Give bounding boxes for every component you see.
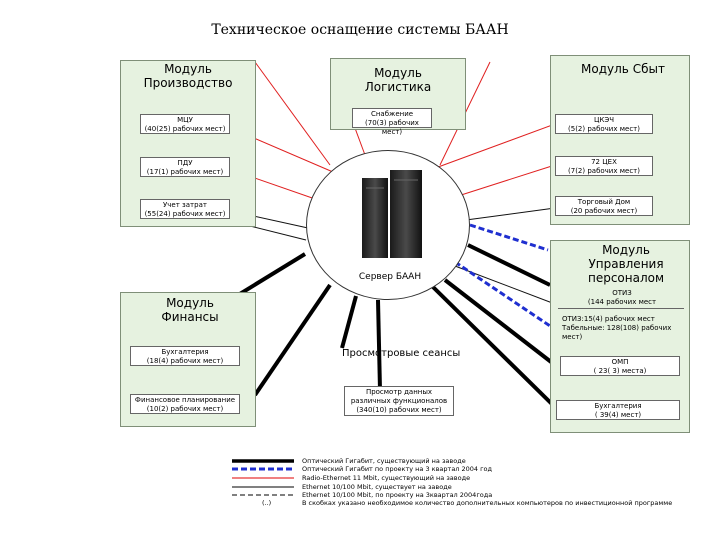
unit-detail: ( 39(4) мест) [594,411,642,419]
unit-mcu: МЦУ (40(25) рабочих мест) [140,114,230,134]
module-sales-title: Модуль Сбыт [581,62,665,76]
unit-detail: (18(4) рабочих мест) [146,357,224,365]
unit-name: Бухгалтерия [161,348,209,356]
module-finance-title: Модуль Финансы [161,296,219,324]
fiber-link [467,243,551,287]
unit-finance-accounting: Бухгалтерия (18(4) рабочих мест) [130,346,240,366]
page-title: Техническое оснащение системы БААН [211,22,509,38]
unit-name: Учет затрат [163,201,207,209]
radio-link [254,61,331,166]
unit-pdu: ПДУ (17(1) рабочих мест) [140,157,230,177]
legend-item-note: В скобках указано необходимое количество… [302,499,673,507]
unit-hr-accounting: Бухгалтерия ( 39(4) мест) [556,400,680,420]
unit-name: МЦУ [177,116,193,124]
module-logistics-title: Модуль Логистика [364,66,432,94]
unit-detail: ( 23( 3) места) [593,367,647,375]
unit-detail: (17(1) рабочих мест) [146,168,224,176]
unit-name: ОМП [611,358,629,366]
unit-cost-accounting: Учет затрат (55(24) рабочих мест) [140,199,230,219]
unit-detail: (7(2) рабочих мест) [568,167,640,175]
legend-item-fiber: Оптический Гигабит, существующий на заво… [302,457,466,465]
module-production-title: Модуль Производство [143,62,233,90]
unit-name: ОТИЗ:15(4) рабочих мест [562,315,655,323]
legend-swatches [232,459,294,496]
unit-detail: (5(2) рабочих мест) [568,125,640,133]
unit-detail: (20 рабочих мест) [570,207,638,215]
server-label: Сервер БААН [358,272,422,282]
legend-item-radio: Radio-Ethernet 11 Mbit, существующий на … [302,474,471,482]
fiber-link [376,299,382,391]
unit-name: ПДУ [177,159,193,167]
unit-name: ЦКЭЧ [593,116,615,124]
unit-detail: (340(10) рабочих мест) [356,406,442,414]
radio-link [457,164,556,197]
planned-fiber-link [454,260,557,332]
legend-item-ethernet: Ethernet 10/100 Mbit, существует на заво… [302,483,452,491]
unit-otiz-timekeepers: ОТИЗ:15(4) рабочих мест Табельные: 128(1… [560,314,690,341]
unit-detail: (144 рабочих мест [587,298,657,306]
unit-name: ОТИЗ [612,289,632,297]
fiber-link [430,284,560,412]
unit-detail: (55(24) рабочих мест) [144,210,226,218]
unit-data-view: Просмотр данных различных функционалов (… [344,386,454,416]
module-hr-title: Модуль Управления персоналом [587,243,665,285]
fiber-link [443,278,557,367]
fiber-link [340,295,358,349]
unit-ckech: ЦКЭЧ (5(2) рабочих мест) [555,114,653,134]
unit-otiz: ОТИЗ (144 рабочих мест [560,288,684,306]
unit-detail: (40(25) рабочих мест) [144,125,226,133]
unit-detail: (10(2) рабочих мест) [146,405,224,413]
fiber-link [253,283,332,397]
unit-line2: различных функционалов [350,397,448,405]
unit-name: Торговый Дом [577,198,631,206]
legend-item-ethernet-planned: Ethernet 10/100 Mbit, по проекту на 3ква… [302,491,493,499]
unit-omp: ОМП ( 23( 3) места) [560,356,680,376]
ethernet-link [465,207,556,221]
legend-note-symbol: (..) [262,499,272,507]
unit-supply: Снабжение (70(3) рабочих мест) [352,108,432,136]
unit-72-ceh: 72 ЦЕХ (7(2) рабочих мест) [555,156,653,176]
unit-name: Финансовое планирование [134,396,236,404]
unit-detail: (70(3) рабочих мест) [365,119,419,136]
unit-name: Снабжение [370,110,414,118]
radio-link [429,123,556,171]
unit-otiz-underline [558,308,684,309]
unit-financial-planning: Финансовое планирование (10(2) рабочих м… [130,394,240,414]
unit-name: Бухгалтерия [594,402,642,410]
unit-name: Просмотр данных [365,388,433,396]
unit-trade-house: Торговый Дом (20 рабочих мест) [555,196,653,216]
unit-name: 72 ЦЕХ [591,158,617,166]
server-icon [362,170,422,258]
planned-fiber-link [469,223,549,252]
unit-detail: Табельные: 128(108) рабочих мест) [562,324,672,341]
legend-item-fiber-planned: Оптический Гигабит по проекту на 3 кварт… [302,465,493,473]
view-sessions-label: Просмотровые сеансы [342,348,461,359]
